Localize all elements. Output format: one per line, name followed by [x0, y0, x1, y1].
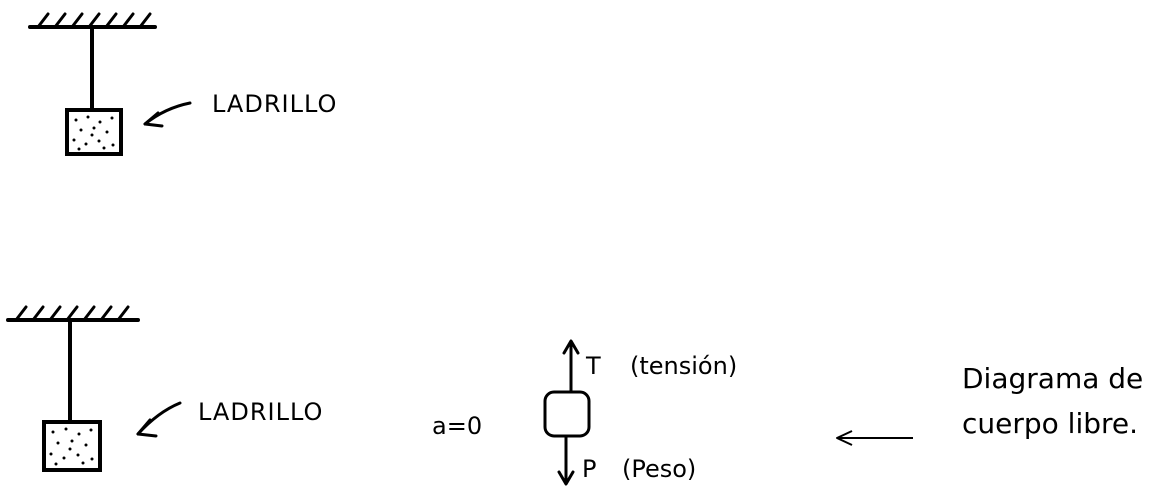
- pointer-arrow-top: [143, 101, 192, 128]
- weight-symbol: P: [582, 455, 596, 483]
- ceiling-top: [28, 12, 157, 29]
- hanging-brick-scene-bottom: LADRILLO: [6, 305, 323, 472]
- hanging-brick-scene-top: LADRILLO: [28, 12, 337, 156]
- caption-line-2: cuerpo libre.: [962, 407, 1138, 440]
- brick-top: [65, 108, 123, 156]
- caption-arrow-icon: [836, 430, 913, 446]
- brick-bottom: [42, 420, 102, 472]
- caption-line-1: Diagrama de: [962, 362, 1143, 395]
- tension-name: (tensión): [630, 352, 737, 380]
- brick-label-bottom: LADRILLO: [198, 398, 323, 426]
- free-body-diagram: a=0 T (tensión) P (Peso): [432, 339, 737, 486]
- tension-symbol: T: [585, 352, 601, 380]
- weight-arrow-icon: [557, 434, 575, 486]
- brick-label-top: LADRILLO: [212, 90, 337, 118]
- pointer-arrow-bottom: [136, 401, 182, 438]
- tension-arrow-icon: [562, 339, 580, 394]
- weight-name: (Peso): [622, 455, 696, 483]
- acceleration-label: a=0: [432, 412, 482, 440]
- free-body-box: [543, 390, 591, 438]
- ceiling-bottom: [6, 305, 140, 322]
